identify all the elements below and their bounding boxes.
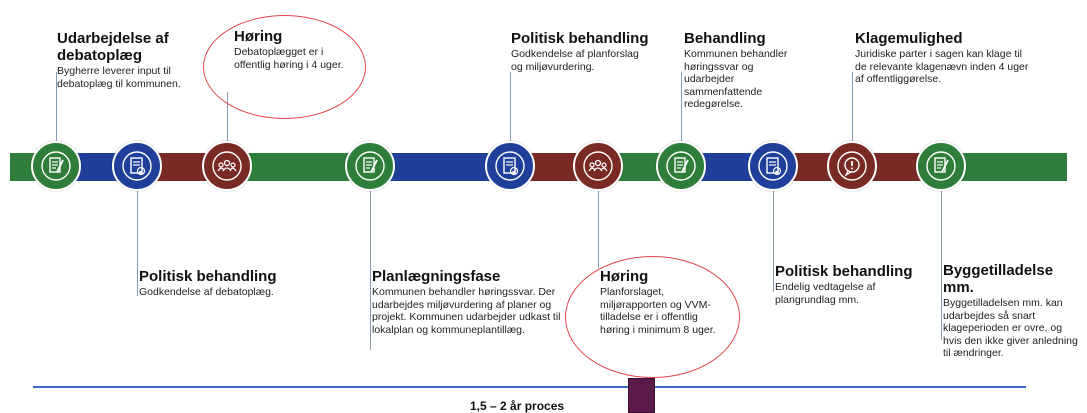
step-label: Politisk behandling Endelig vedtagelse a… [775,263,925,306]
step-title: Politisk behandling [775,263,913,280]
step-label: Klagemulighed Juridiske parter i sagen k… [855,30,1040,86]
step-node [112,141,162,191]
step-title: Klagemulighed [855,30,963,47]
step-description: Bygherre leverer input til debatoplæg ti… [57,65,181,90]
document-pen-icon [355,151,385,181]
people-group-icon [212,151,242,181]
step-title: Politisk behandling [139,268,277,285]
step-description: Endelig vedtagelse af plangrundlag mm. [775,281,876,306]
step-title: Behandling [684,30,766,47]
step-node [827,141,877,191]
step-node [31,141,81,191]
step-label: Udarbejdelse af debatoplæg Bygherre leve… [57,30,207,90]
document-pen-icon [41,151,71,181]
step-node [202,141,252,191]
connector-line [681,72,682,142]
document-pen-icon [926,151,956,181]
step-description: Debatoplægget er i offentlig høring i 4 … [234,46,344,71]
step-title: Høring [600,268,649,285]
document-pen-icon [666,151,696,181]
warning-speech-icon [837,151,867,181]
step-description: Planforslaget, miljørapporten og VVM-til… [600,286,716,336]
step-title: Byggetilladelse mm. [943,262,1054,296]
step-description: Kommunen behandler høringssvar og udarbe… [684,48,788,110]
step-label: Høring Debatoplægget er i offentlig høri… [234,28,349,71]
document-check-icon [758,151,788,181]
step-description: Byggetilladelsen mm. kan udarbejdes så s… [943,297,1078,359]
connector-line [773,190,774,292]
step-title: Høring [234,28,283,45]
connector-line [598,190,599,268]
step-label: Politisk behandling Godkendelse af debat… [139,268,309,299]
document-check-icon [495,151,525,181]
step-label: Politisk behandling Godkendelse af planf… [511,30,661,73]
step-title: Politisk behandling [511,30,649,47]
period-baseline [33,386,1026,388]
highlight-ellipse [565,256,740,378]
step-node [345,141,395,191]
document-check-icon [122,151,152,181]
step-label: Behandling Kommunen behandler høringssva… [684,30,804,111]
connector-line [56,72,57,142]
step-node [573,141,623,191]
period-label: 1,5 – 2 år proces [470,399,565,413]
step-description: Godkendelse af debatoplæg. [139,286,274,298]
step-description: Godkendelse af planforslag og miljøvurde… [511,48,639,73]
step-label: Høring Planforslaget, miljørapporten og … [600,268,730,336]
step-label: Byggetilladelse mm. Byggetilladelsen mm.… [943,262,1087,360]
step-description: Kommunen behandler høringssvar. Der udar… [372,286,561,336]
step-label: Planlægningsfase Kommunen behandler høri… [372,268,572,336]
connector-line [941,190,942,340]
connector-line [510,72,511,142]
step-title: Udarbejdelse af debatoplæg [57,30,169,64]
connector-line [852,72,853,142]
step-description: Juridiske parter i sagen kan klage til d… [855,48,1029,85]
connector-line [137,190,138,296]
step-title: Planlægningsfase [372,268,501,285]
connector-line [370,190,371,350]
connector-line [227,92,228,142]
step-node [916,141,966,191]
timeline-marker [628,378,655,413]
highlight-ellipse [203,15,366,119]
step-node [656,141,706,191]
step-node [748,141,798,191]
people-group-icon [583,151,613,181]
step-node [485,141,535,191]
